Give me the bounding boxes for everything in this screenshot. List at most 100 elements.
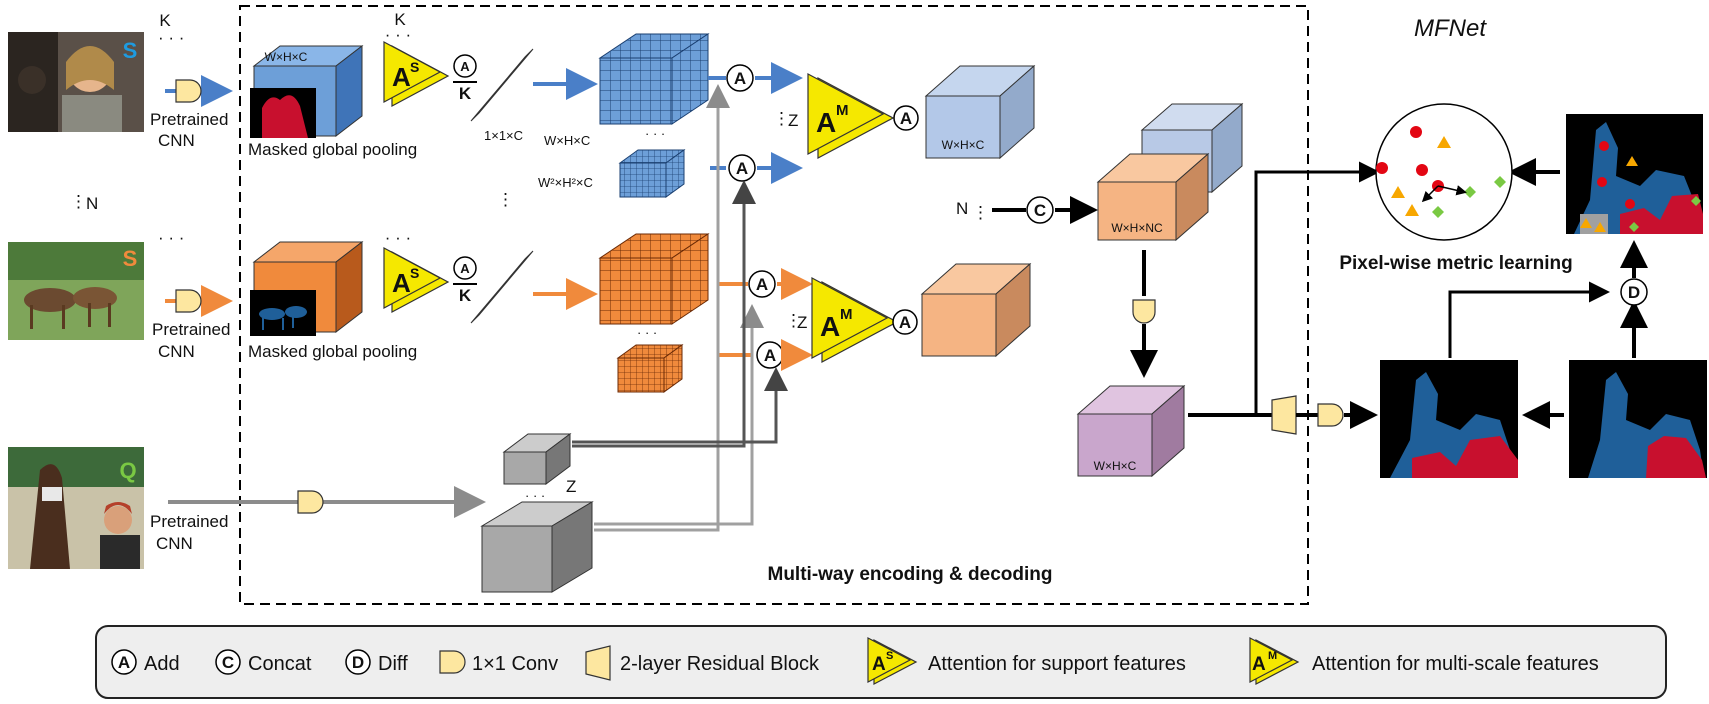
legend-residual: 2-layer Residual Block bbox=[585, 645, 820, 681]
am-attention-block-1: A M bbox=[807, 73, 895, 159]
svg-text:A: A bbox=[872, 654, 886, 675]
dots-grid-orange: · · · bbox=[637, 325, 657, 340]
svg-text:K: K bbox=[459, 286, 472, 305]
svg-text:C: C bbox=[1034, 201, 1046, 220]
dots-grid-blue: · · · bbox=[645, 126, 665, 141]
dots-k-mid: · · · bbox=[385, 25, 411, 44]
ground-truth-mask bbox=[1569, 360, 1707, 478]
legend-as-label: Attention for support features bbox=[928, 653, 1186, 675]
query-image: Q bbox=[8, 447, 144, 569]
k-label-left: K bbox=[159, 11, 171, 30]
svg-text:A: A bbox=[820, 311, 840, 342]
svg-text:S: S bbox=[886, 650, 893, 662]
vector-size-label: 1×1×C bbox=[484, 128, 523, 143]
conv-icon-decoder bbox=[1132, 299, 1156, 324]
add-over-k-2: A K bbox=[453, 256, 477, 305]
dots-z-2: ⋮ bbox=[785, 311, 802, 330]
svg-text:K: K bbox=[459, 84, 472, 103]
cnn-label-2b: CNN bbox=[158, 342, 195, 361]
cnn-label-2a: Pretrained bbox=[152, 320, 230, 339]
add-over-k-1: A K bbox=[453, 54, 477, 103]
cnn-label-1a: Pretrained bbox=[150, 110, 228, 129]
legend-conv: 1×1 Conv bbox=[439, 650, 558, 675]
conv-icon-query bbox=[297, 490, 324, 514]
diff-node: D bbox=[1620, 278, 1648, 306]
svg-text:A: A bbox=[460, 59, 470, 74]
gray-small-cube bbox=[502, 433, 572, 485]
concat-size-label: W×H×NC bbox=[1111, 221, 1163, 235]
concat-front-cube: W×H×NC bbox=[1096, 152, 1210, 242]
legend-conv-label: 1×1 Conv bbox=[472, 653, 558, 675]
svg-text:A: A bbox=[756, 275, 768, 294]
svg-text:A: A bbox=[1252, 654, 1266, 675]
encoding-region bbox=[239, 5, 1309, 605]
diagram-title: MFNet bbox=[1414, 15, 1487, 42]
dots-n-concat: ⋮ bbox=[972, 203, 989, 222]
blue-vector bbox=[470, 48, 534, 122]
gray-line-to-o1 bbox=[594, 304, 764, 526]
line-decoder-metric bbox=[1254, 161, 1380, 415]
support-image-1: S bbox=[8, 32, 144, 132]
dots-n-vert: ⋮ bbox=[70, 192, 87, 211]
z-label-gray: Z bbox=[566, 477, 576, 496]
query-label: Q bbox=[119, 458, 136, 483]
legend-concat-label: Concat bbox=[248, 653, 312, 675]
masked-pooling-label-1: Masked global pooling bbox=[248, 140, 417, 159]
as-super-1: S bbox=[410, 59, 419, 75]
orange-mask-thumb bbox=[250, 290, 316, 336]
svg-text:A: A bbox=[736, 159, 748, 178]
line-pred-diff bbox=[1448, 281, 1610, 358]
gray-large-cube bbox=[480, 501, 594, 593]
svg-text:A: A bbox=[118, 653, 130, 672]
gray-line-to-b1 bbox=[594, 84, 730, 532]
n-label-concat: N bbox=[956, 199, 968, 218]
orange-grid-cube-large bbox=[598, 233, 710, 325]
orange-output-cube bbox=[920, 262, 1032, 358]
am-attention-block-2: A M bbox=[811, 277, 899, 363]
decoder-size-label: W×H×C bbox=[1094, 459, 1137, 473]
conv-icon-2 bbox=[175, 289, 202, 313]
legend-add: A Add bbox=[111, 649, 180, 675]
conv-icon-1 bbox=[175, 79, 202, 103]
decoder-cube: W×H×C bbox=[1076, 384, 1186, 478]
dots-k-left-2: · · · bbox=[158, 228, 184, 247]
add-node-b3: A bbox=[893, 105, 919, 131]
legend-residual-label: 2-layer Residual Block bbox=[620, 653, 820, 675]
dots-k-left: · · · bbox=[158, 28, 184, 47]
blue-grid-cube-large bbox=[598, 33, 710, 125]
add-node-b2: A bbox=[728, 154, 756, 182]
legend-am-label: Attention for multi-scale features bbox=[1312, 653, 1599, 675]
z-label-2: Z bbox=[797, 313, 807, 332]
svg-text:M: M bbox=[1268, 650, 1277, 662]
svg-text:M: M bbox=[840, 306, 853, 323]
blue-cube-size: W×H×C bbox=[265, 50, 308, 64]
support-image-2: S bbox=[8, 242, 144, 340]
grid-size-label: W×H×C bbox=[544, 133, 590, 148]
svg-text:M: M bbox=[836, 102, 849, 119]
add-node-o3: A bbox=[892, 309, 918, 335]
orange-grid-cube-small bbox=[616, 344, 684, 393]
as-attention-block-1: A S bbox=[383, 40, 450, 108]
concat-node: C bbox=[1026, 196, 1054, 224]
as-letter-1: A bbox=[392, 62, 411, 92]
svg-text:C: C bbox=[222, 653, 234, 672]
residual-block-icon bbox=[1271, 395, 1297, 435]
svg-text:D: D bbox=[352, 653, 364, 672]
z-label-1: Z bbox=[788, 111, 798, 130]
encoding-section-title: Multi-way encoding & decoding bbox=[768, 564, 1053, 585]
svg-text:S: S bbox=[410, 265, 419, 281]
add-node-b1: A bbox=[726, 64, 754, 92]
add-node-o2: A bbox=[756, 341, 784, 369]
dots-k-mid-2: · · · bbox=[385, 228, 411, 247]
cnn-label-qb: CNN bbox=[156, 534, 193, 553]
legend-diff-label: Diff bbox=[378, 653, 408, 675]
dark-line-to-b2 bbox=[572, 180, 756, 448]
support-label-1: S bbox=[123, 38, 138, 63]
dots-vert-mid: ⋮ bbox=[497, 190, 514, 209]
blue-output-cube: W×H×C bbox=[924, 64, 1036, 160]
svg-text:D: D bbox=[1628, 283, 1640, 302]
blue-mask-thumb bbox=[250, 88, 316, 138]
refined-map bbox=[1566, 114, 1703, 234]
svg-text:A: A bbox=[816, 107, 836, 138]
cnn-label-qa: Pretrained bbox=[150, 512, 228, 531]
